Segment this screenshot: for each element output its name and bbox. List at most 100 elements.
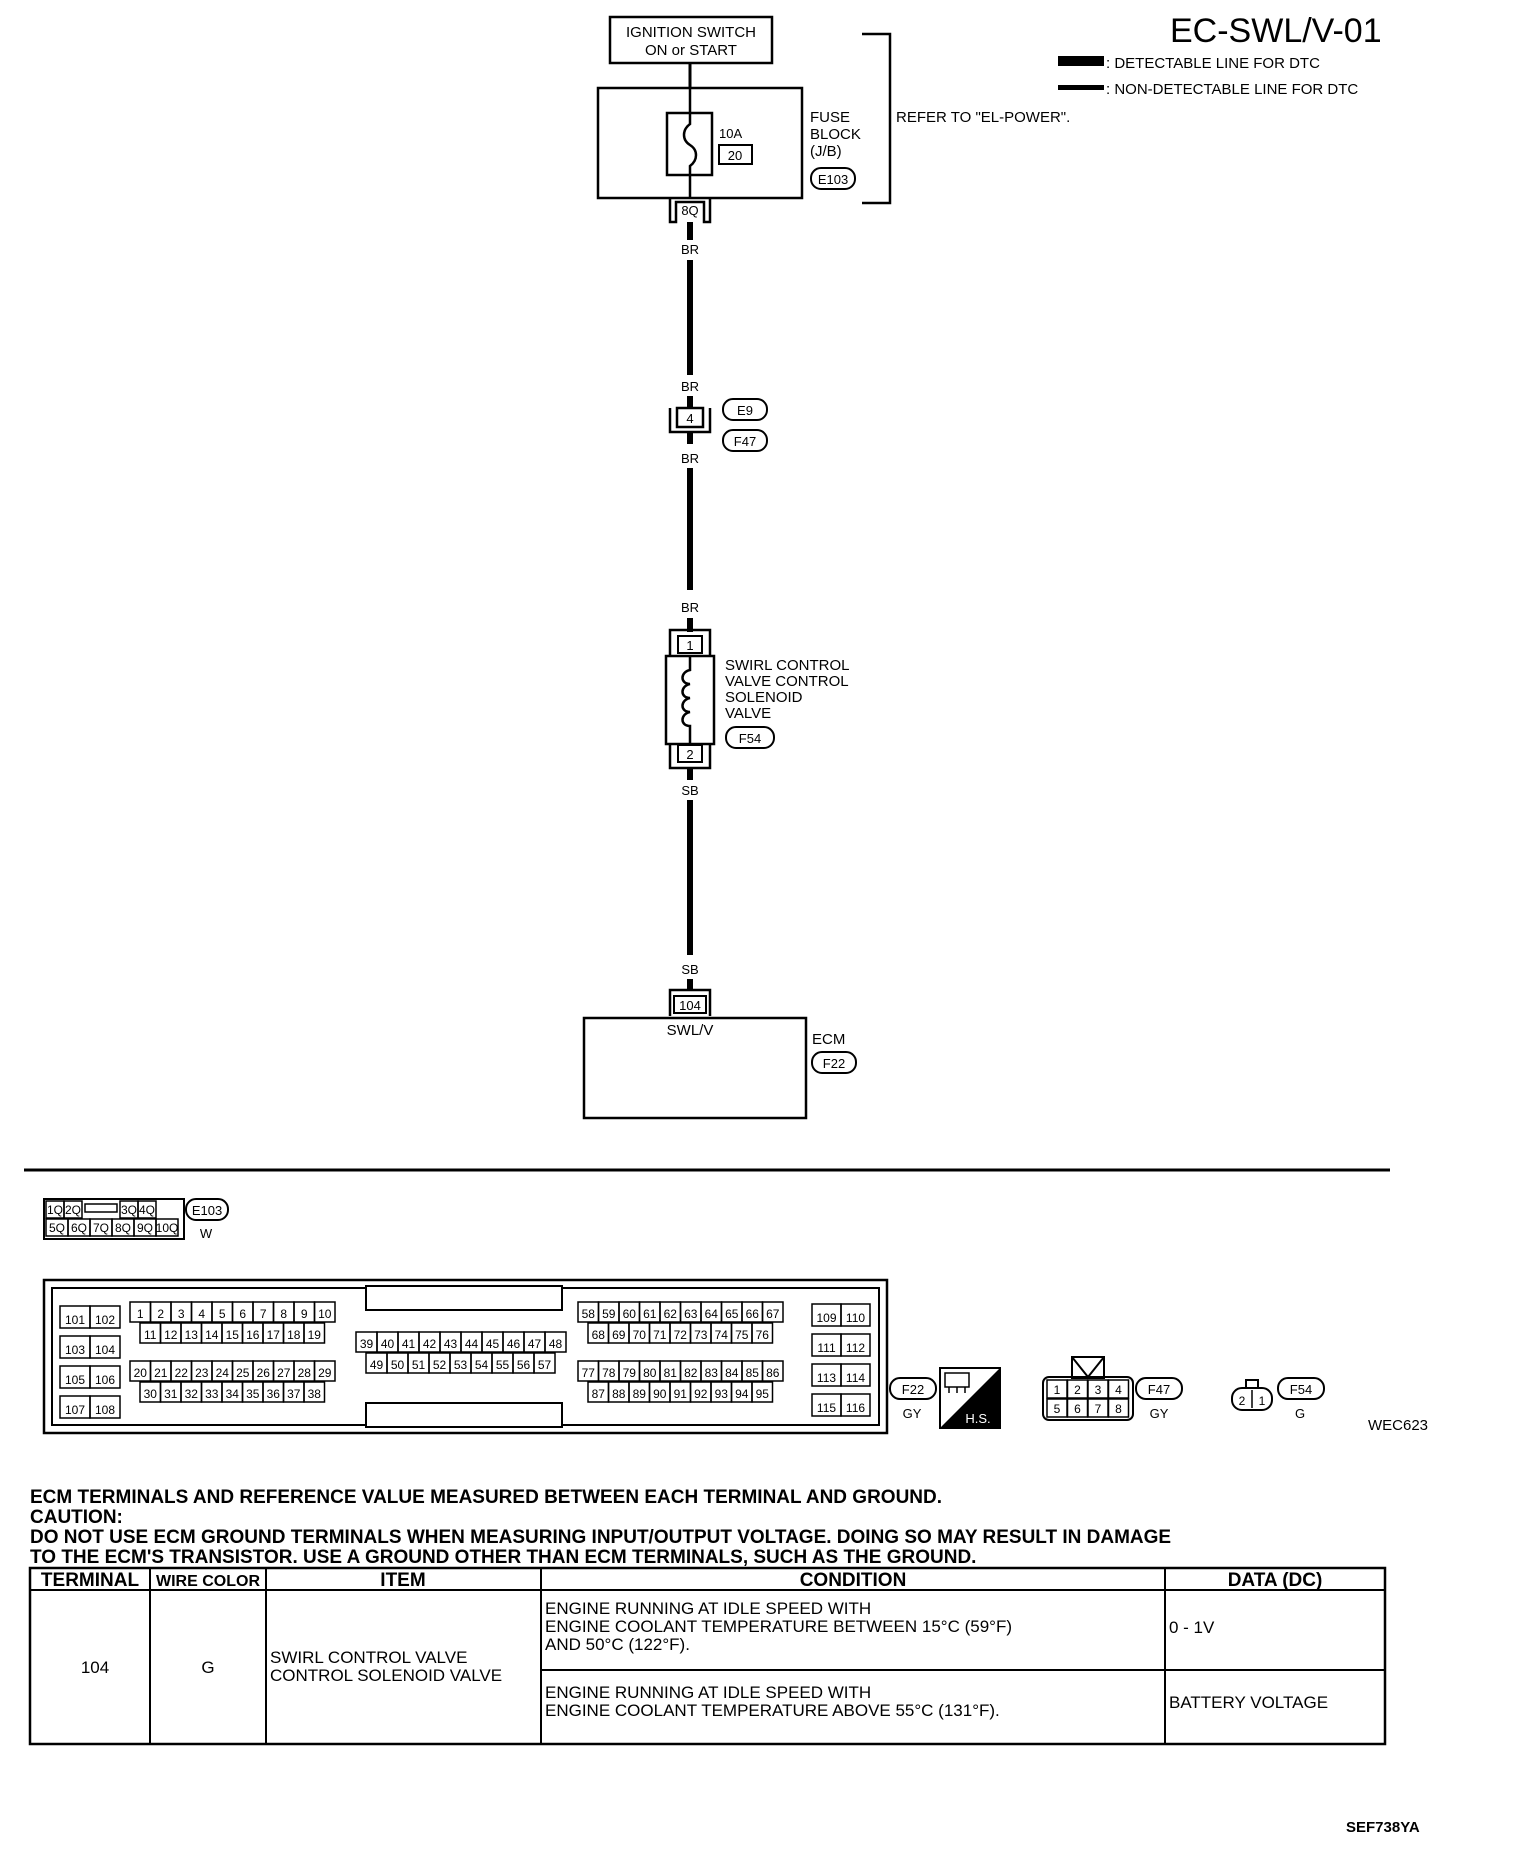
ecm-pin-41: 41 [402, 1337, 416, 1351]
ecm-pin-80: 80 [643, 1366, 657, 1380]
ecm-pin-4: 4 [198, 1307, 205, 1321]
ecm-pin-33: 33 [205, 1387, 219, 1401]
ecm-pin-63: 63 [684, 1307, 698, 1321]
ecm-connector-badge [811, 1051, 857, 1074]
table-row2-condition-1: ENGINE RUNNING AT IDLE SPEED WITH [545, 1683, 871, 1702]
ecm-pin-91: 91 [674, 1387, 688, 1401]
ecm-pin-35: 35 [246, 1387, 260, 1401]
ecm-pin-51: 51 [412, 1358, 426, 1372]
ecm-pin-52: 52 [433, 1358, 447, 1372]
fuse-block-connector-badge [810, 167, 856, 190]
ecm-pin-86-cell [761, 1360, 784, 1382]
ecm-pin-62: 62 [664, 1307, 678, 1321]
table-row2-condition-2: ENGINE COOLANT TEMPERATURE ABOVE 55°C (1… [545, 1701, 1000, 1720]
ecm-pin-60: 60 [623, 1307, 637, 1321]
solenoid-connector-badge [725, 726, 775, 749]
ecm-pin-55: 55 [496, 1358, 510, 1372]
table-header-wire-color: WIRE COLOR [156, 1573, 260, 1590]
ecm-pin-93: 93 [715, 1387, 729, 1401]
joint-terminal-box [675, 406, 705, 429]
ecm-pin-72: 72 [674, 1328, 688, 1342]
solenoid-connector: F54 [739, 731, 761, 746]
legend-nondetectable-swatch [1058, 85, 1104, 90]
solenoid-label4: VALVE [725, 705, 771, 722]
ecm-terminal-housing [668, 988, 712, 1016]
ecm-pin-36: 36 [267, 1387, 281, 1401]
ecm-pin-66: 66 [746, 1307, 760, 1321]
ecm-pin-94: 94 [735, 1387, 749, 1401]
table-row1-condition-3: AND 50°C (122°F). [545, 1635, 690, 1654]
e103-pin-4Q: 4Q [139, 1203, 155, 1217]
terminal-8q-housing [668, 199, 712, 224]
f47-color: GY [1150, 1406, 1169, 1421]
ecm-pin-101: 101 [65, 1313, 85, 1327]
ecm-pin-11: 11 [144, 1328, 157, 1342]
f22-color: GY [903, 1406, 922, 1421]
f47-pin-3: 3 [1095, 1383, 1102, 1397]
ecm-pin-10: 10 [318, 1307, 332, 1321]
wire-label-sb-1: SB [681, 783, 698, 798]
ecm-pin-23: 23 [195, 1366, 209, 1380]
ecm-pin-89: 89 [633, 1387, 647, 1401]
ecm-pin-112: 112 [846, 1341, 865, 1355]
fuse-amp: 10A [719, 126, 742, 141]
ecm-pin-57-cell [533, 1352, 556, 1374]
f54-pin-1: 1 [1259, 1394, 1266, 1408]
ecm-pin-48: 48 [549, 1337, 563, 1351]
note-line1: ECM TERMINALS AND REFERENCE VALUE MEASUR… [30, 1487, 942, 1508]
joint-connector-a: E9 [737, 403, 753, 418]
connector-views-code: WEC623 [1368, 1417, 1428, 1434]
e103-pin-6Q: 6Q [71, 1221, 87, 1235]
e103-pin-7Q: 7Q [93, 1221, 109, 1235]
ecm-pin-1: 1 [137, 1307, 144, 1321]
ecm-pin-67: 67 [766, 1307, 780, 1321]
e103-pin-3Q: 3Q [121, 1203, 137, 1217]
ecm-pin-44: 44 [465, 1337, 479, 1351]
ecm-pin-65: 65 [725, 1307, 739, 1321]
ecm-pin-64: 64 [705, 1307, 719, 1321]
table-row1-condition-1: ENGINE RUNNING AT IDLE SPEED WITH [545, 1599, 871, 1618]
terminal-table [28, 1566, 1387, 1746]
ecm-pin-68: 68 [592, 1328, 606, 1342]
solenoid-pin1-box [677, 635, 703, 654]
ecm-pin-102-cell [89, 1305, 121, 1329]
f47-id: F47 [1148, 1382, 1170, 1397]
wire-label-br-3: BR [681, 451, 699, 466]
fuse-block-connector: E103 [818, 172, 848, 187]
fuse-block-label2: BLOCK [810, 126, 861, 143]
ecm-pin-107: 107 [65, 1403, 85, 1417]
ecm-connector: F22 [823, 1056, 845, 1071]
ecm-pin-43: 43 [444, 1337, 458, 1351]
ecm-pin-7: 7 [260, 1307, 267, 1321]
ecm-pin-71: 71 [653, 1328, 667, 1342]
ecm-pin-116: 116 [846, 1401, 865, 1415]
ecm-pin-112-cell [840, 1333, 871, 1357]
ecm-pin-14: 14 [205, 1328, 219, 1342]
fuse-block-label3: (J/B) [810, 143, 842, 160]
e103-key-slot [84, 1203, 118, 1213]
e103-pin-8Q: 8Q [115, 1221, 131, 1235]
note-line4: TO THE ECM'S TRANSISTOR. USE A GROUND OT… [30, 1547, 976, 1568]
ecm-pin-45: 45 [486, 1337, 500, 1351]
e103-pin-1Q: 1Q [47, 1203, 63, 1217]
ecm-pin-73: 73 [694, 1328, 708, 1342]
table-wire-color: G [201, 1658, 214, 1677]
joint-terminal: 4 [686, 411, 693, 426]
ecm-pin-83: 83 [705, 1366, 719, 1380]
ecm-pin-109: 109 [816, 1311, 836, 1325]
f47-pin-4: 4 [1115, 1383, 1122, 1397]
ecm-pin-46: 46 [507, 1337, 521, 1351]
ecm-pin-79: 79 [623, 1366, 637, 1380]
solenoid-label3: SOLENOID [725, 689, 803, 706]
e103-pin-2Q: 2Q [65, 1203, 81, 1217]
power-bracket [862, 32, 892, 205]
ecm-pin-22: 22 [175, 1366, 189, 1380]
e103-badge [185, 1198, 229, 1221]
ecm-pin-42: 42 [423, 1337, 437, 1351]
f54-id: F54 [1290, 1382, 1312, 1397]
f54-badge [1277, 1377, 1325, 1400]
ecm-pin-12: 12 [164, 1328, 178, 1342]
ecm-pin-31: 31 [164, 1387, 178, 1401]
